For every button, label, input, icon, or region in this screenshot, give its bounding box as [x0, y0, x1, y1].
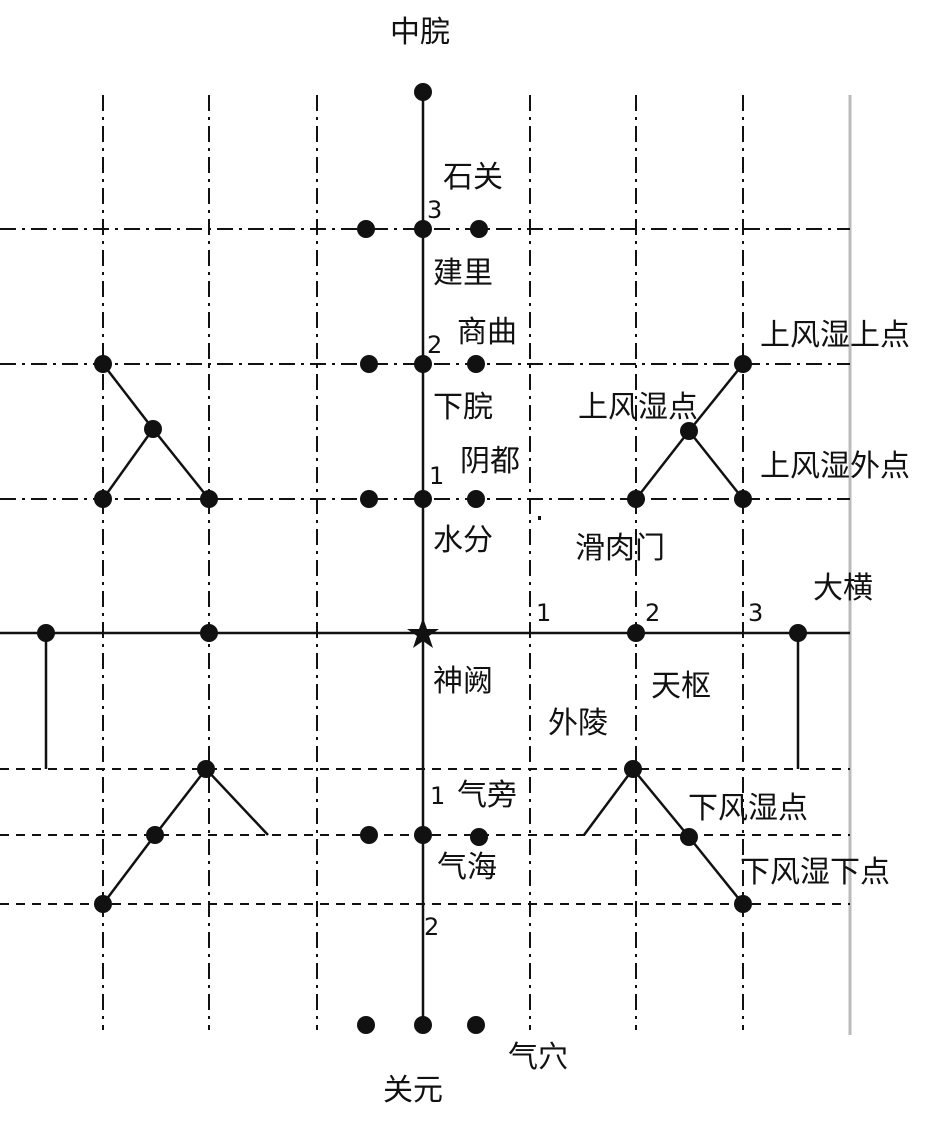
lower-left-slant	[102, 767, 269, 905]
label-yindu: 阴都	[460, 444, 520, 479]
num-d2: 2	[424, 913, 439, 941]
label-shangfengshi-shangdian: 上风湿上点	[760, 318, 910, 353]
lower-right-slant	[582, 766, 744, 905]
dot-ul-top	[94, 355, 112, 373]
dot-shiguan	[470, 220, 488, 238]
dot-qixue	[467, 1016, 485, 1034]
dot-ul-right	[200, 490, 218, 508]
label-shenque: 神阙	[433, 664, 493, 699]
vertical-grid-lines	[102, 95, 744, 1030]
dot-ul-left	[94, 490, 112, 508]
dot-daheng-left	[37, 624, 55, 642]
upper-left-branch	[101, 428, 155, 500]
dot-guanyuan-left	[357, 1016, 375, 1034]
label-shuifen: 水分	[433, 523, 493, 558]
num-v1: 1	[429, 462, 444, 490]
dot-shuifen	[414, 490, 432, 508]
num-h1: 1	[536, 599, 551, 627]
dot-yindu	[467, 490, 485, 508]
label-zhongwan: 中脘	[390, 15, 450, 50]
label-shangfengshi-dian: 上风湿点	[578, 390, 698, 425]
dot-huaroumen	[627, 490, 645, 508]
label-qihai: 气海	[437, 850, 497, 885]
num-h3: 3	[748, 599, 763, 627]
dot-tianshu	[627, 624, 645, 642]
label-tianshu: 天枢	[651, 669, 711, 704]
dot-jianli	[414, 220, 432, 238]
shenque-star-icon	[407, 618, 439, 648]
dot-qipang	[470, 828, 488, 846]
dot-xiawan	[414, 355, 432, 373]
dot-r2-left	[360, 355, 378, 373]
dot-shangfengshi-waidian	[734, 490, 752, 508]
dot-ul-mid	[144, 420, 162, 438]
acupoint-dots	[37, 83, 807, 1034]
dot-shangfengshi-shangdian	[734, 355, 752, 373]
label-daheng: 大横	[813, 571, 873, 606]
dot-xiafengshi-xiadian	[734, 895, 752, 913]
dot-r3-left	[360, 490, 378, 508]
upper-right-branch	[688, 430, 744, 500]
dot-ll-mid	[146, 826, 164, 844]
label-xiawan: 下脘	[433, 390, 493, 425]
label-shangqu: 商曲	[457, 315, 517, 350]
dot-shangfengshi-dian	[680, 422, 698, 440]
label-qipang: 气旁	[457, 778, 517, 813]
dot-wailing	[624, 760, 642, 778]
num-v3: 3	[427, 196, 442, 224]
dot-xiafengshi-dian	[680, 828, 698, 846]
num-d1: 1	[430, 782, 445, 810]
num-v2: 2	[427, 331, 442, 359]
dot-ll-top	[197, 760, 215, 778]
dot-tianshu-left	[200, 624, 218, 642]
dot-daheng	[789, 624, 807, 642]
label-xiafengshi-dian: 下风湿点	[688, 791, 808, 826]
dot-shangqu	[467, 355, 485, 373]
dot-qihai	[414, 826, 432, 844]
dot-r4-left	[360, 826, 378, 844]
label-jianli: 建里	[433, 256, 493, 291]
label-guanyuan: 关元	[383, 1073, 443, 1108]
label-xiafengshi-xiadian: 下风湿下点	[740, 855, 890, 890]
tiny-mark	[538, 516, 541, 520]
dot-r1-left	[357, 220, 375, 238]
label-wailing: 外陵	[548, 706, 608, 741]
label-shiguan: 石关	[443, 160, 503, 195]
label-huaroumen: 滑肉门	[575, 531, 665, 566]
label-qixue: 气穴	[508, 1040, 568, 1075]
dot-zhongwan	[414, 83, 432, 101]
label-shangfengshi-waidian: 上风湿外点	[760, 449, 910, 484]
dot-ll-bottom	[94, 895, 112, 913]
num-h2: 2	[645, 599, 660, 627]
dot-guanyuan	[414, 1016, 432, 1034]
